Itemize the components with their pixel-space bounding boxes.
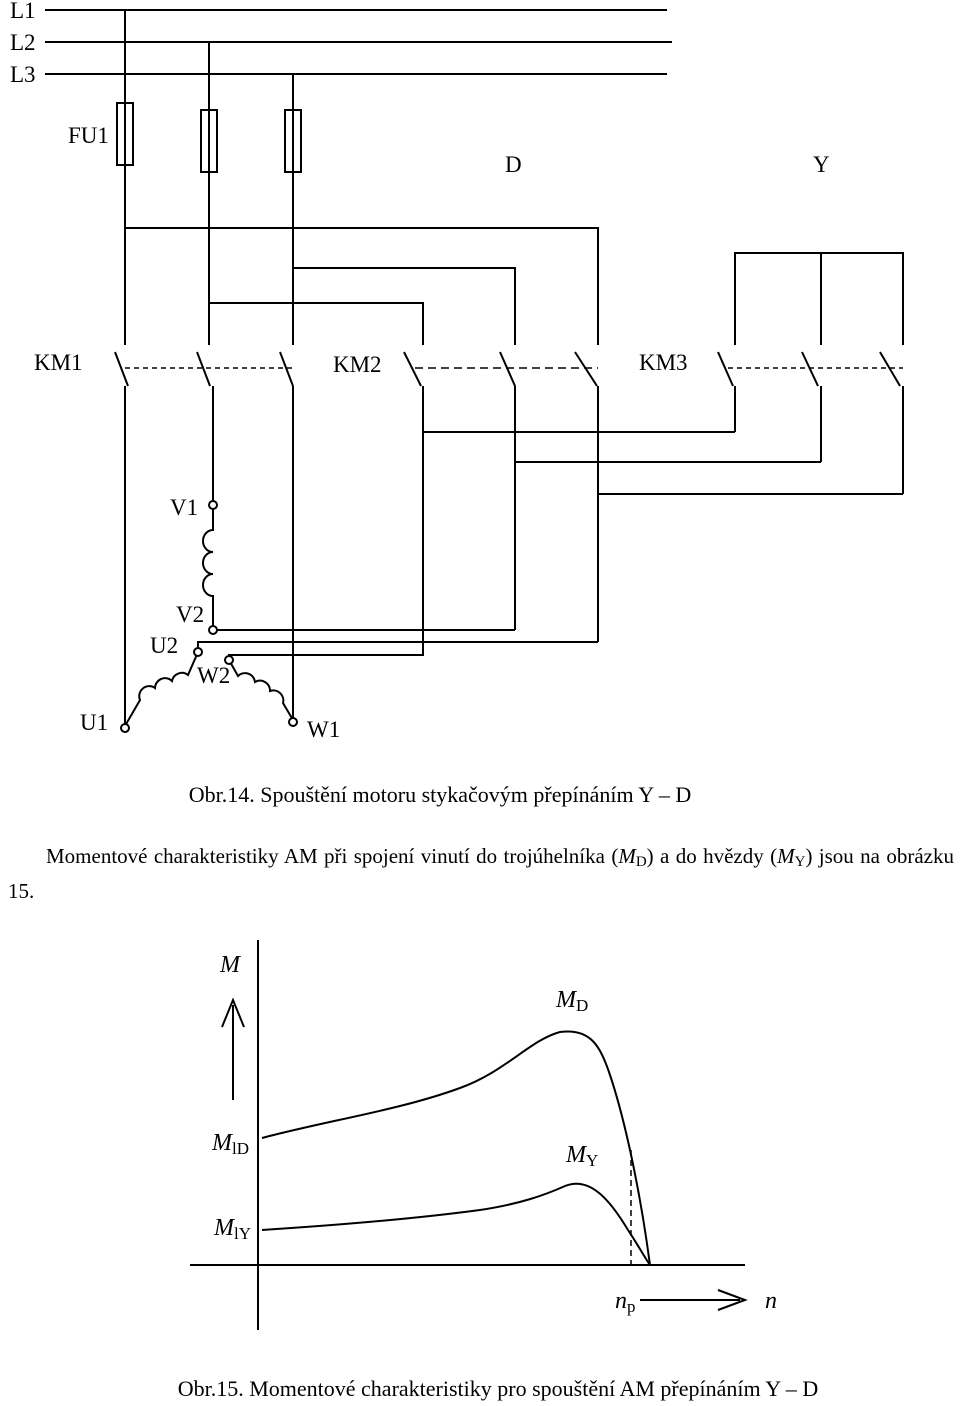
branch-km2-2 [293, 267, 516, 345]
winding-w [228, 659, 294, 721]
label-km3: KM3 [639, 350, 688, 375]
label-y: Y [813, 152, 830, 177]
branch-km2-1 [125, 227, 599, 345]
label-v2: V2 [176, 602, 204, 627]
np-label: np [615, 1288, 636, 1316]
mld-label: MlD [211, 1130, 249, 1158]
terminal-u1 [120, 723, 130, 733]
label-fu1: FU1 [68, 123, 109, 148]
body-paragraph: Momentové charakteristiky AM při spojení… [8, 844, 954, 903]
winding-u [124, 651, 199, 727]
torque-speed-chart: M n MD MY MlD MlY np [190, 940, 777, 1330]
label-l3: L3 [10, 62, 36, 87]
terminal-u2 [193, 647, 203, 657]
wiring-schematic: L1 L2 L3 FU1 D Y KM1 KM2 KM3 V1 V2 U2 W2… [10, 0, 904, 742]
label-w1: W1 [307, 717, 340, 742]
md-label: MD [555, 987, 588, 1015]
figure-14-caption: Obr.14. Spouštění motoru stykačovým přep… [188, 782, 692, 807]
label-v1: V1 [170, 495, 198, 520]
label-d: D [505, 152, 522, 177]
label-u1: U1 [80, 710, 108, 735]
series-my-curve [261, 1182, 651, 1266]
star-bridge-top [734, 252, 904, 345]
series-md-curve [261, 1030, 651, 1266]
winding-v [202, 505, 214, 630]
my-label: MY [565, 1142, 598, 1170]
terminal-v1 [208, 500, 218, 510]
terminal-w2 [224, 655, 234, 665]
label-w2: W2 [197, 663, 230, 688]
branch-km2-3 [209, 302, 424, 345]
label-km2: KM2 [333, 352, 382, 377]
label-km1: KM1 [34, 350, 83, 375]
terminal-v2 [208, 625, 218, 635]
figure-15-caption: Obr.15. Momentové charakteristiky pro sp… [177, 1376, 819, 1401]
terminal-w1 [288, 717, 298, 727]
label-l2: L2 [10, 30, 36, 55]
mly-label: MlY [213, 1215, 251, 1243]
label-l1: L1 [10, 0, 36, 23]
x-axis-label: n [765, 1288, 777, 1314]
label-u2: U2 [150, 633, 178, 658]
y-axis-label: M [219, 952, 242, 978]
